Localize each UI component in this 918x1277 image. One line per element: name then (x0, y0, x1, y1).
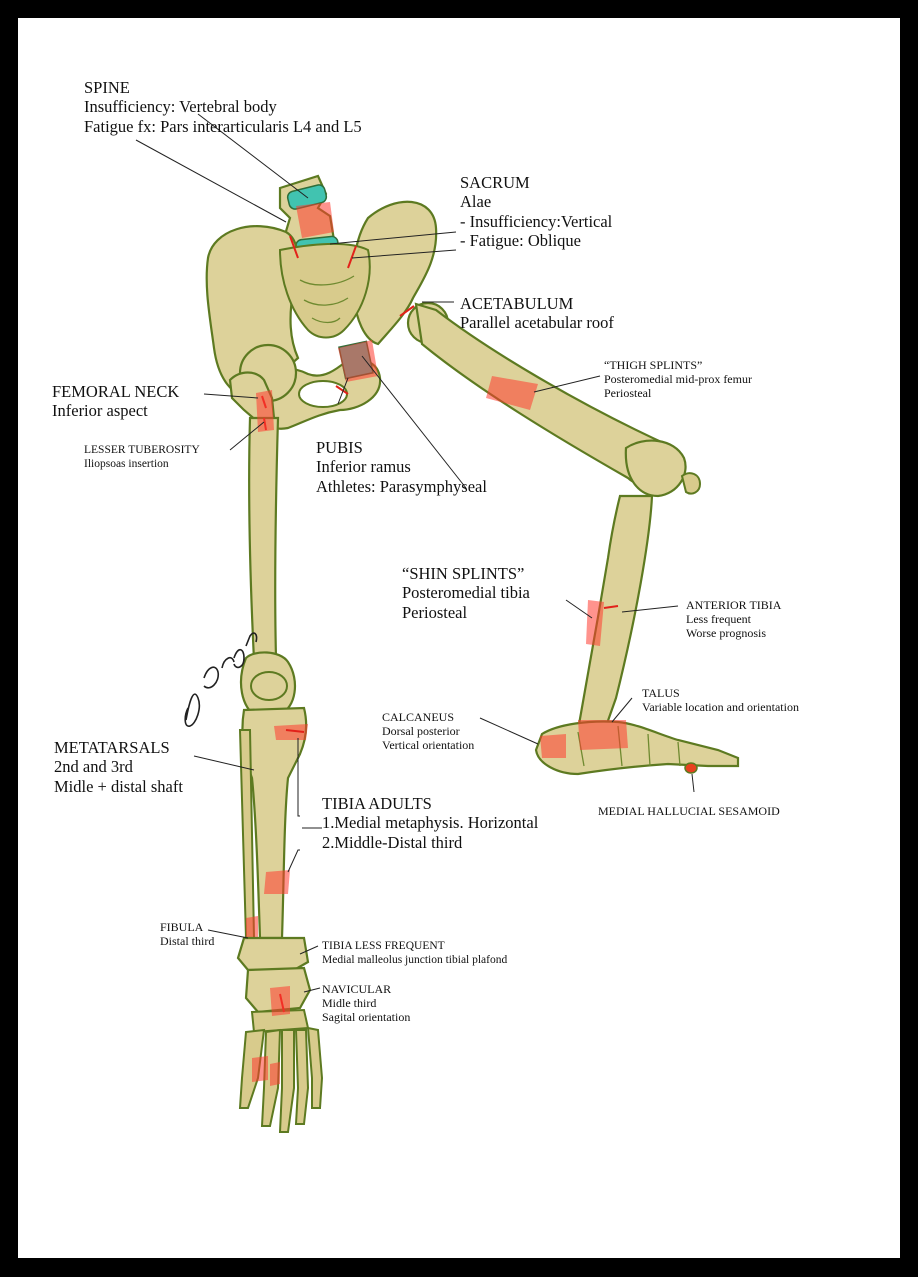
femoral-neck-line-1: Inferior aspect (52, 401, 179, 420)
pubis-label: PUBIS Inferior ramus Athletes: Parasymph… (316, 438, 487, 496)
metatarsals-line-1: 2nd and 3rd (54, 757, 183, 776)
calcaneus-title: CALCANEUS (382, 710, 474, 724)
tibia-adults-title: TIBIA ADULTS (322, 794, 538, 813)
thigh-splints-title: “THIGH SPLINTS” (604, 358, 752, 372)
navicular-line-1: Midle third (322, 996, 410, 1010)
spine-title: SPINE (84, 78, 362, 97)
anterior-tibia-label: ANTERIOR TIBIA Less frequent Worse progn… (686, 598, 781, 640)
tibia-adults-label: TIBIA ADULTS 1.Medial metaphysis. Horizo… (322, 794, 538, 852)
sacrum-title: SACRUM (460, 173, 612, 192)
spine-line-1: Insufficiency: Vertebral body (84, 97, 362, 116)
shin-splints-label: “SHIN SPLINTS” Posteromedial tibia Perio… (402, 564, 530, 622)
pubis-line-2: Athletes: Parasymphyseal (316, 477, 487, 496)
metatarsals-title: METATARSALS (54, 738, 183, 757)
talus-label: TALUS Variable location and orientation (642, 686, 799, 714)
navicular-title: NAVICULAR (322, 982, 410, 996)
femoral-neck-label: FEMORAL NECK Inferior aspect (52, 382, 179, 421)
lesser-tuberosity-label: LESSER TUBEROSITY Iliopsoas insertion (84, 444, 200, 471)
shin-splints-line-1: Posteromedial tibia (402, 583, 530, 602)
tibia-less-frequent-line-1: Medial malleolus junction tibial plafond (322, 954, 507, 968)
tibia-less-frequent-title: TIBIA LESS FREQUENT (322, 940, 507, 954)
acetabulum-line-1: Parallel acetabular roof (460, 313, 614, 332)
sacrum-line-1: Alae (460, 192, 612, 211)
standing-foot (240, 968, 322, 1132)
anterior-tibia-line-1: Less frequent (686, 612, 781, 626)
lesser-tuberosity-line-1: Iliopsoas insertion (84, 458, 200, 472)
fibula-label: FIBULA Distal third (160, 920, 214, 948)
thigh-splints-line-1: Posteromedial mid-prox femur (604, 372, 752, 386)
spine-line-2: Fatigue fx: Pars interarticularis L4 and… (84, 117, 362, 136)
diagram-canvas: SPINE Insufficiency: Vertebral body Fati… (18, 18, 900, 1258)
medial-hallucial-sesamoid-label: MEDIAL HALLUCIAL SESAMOID (598, 804, 780, 818)
tibia-adults-line-1: 1.Medial metaphysis. Horizontal (322, 813, 538, 832)
talus-line-1: Variable location and orientation (642, 700, 799, 714)
lesser-tuberosity-title: LESSER TUBEROSITY (84, 444, 200, 458)
shin-splints-title: “SHIN SPLINTS” (402, 564, 530, 583)
pubis-line-1: Inferior ramus (316, 457, 487, 476)
metatarsals-line-2: Midle + distal shaft (54, 777, 183, 796)
calcaneus-line-2: Vertical orientation (382, 738, 474, 752)
acetabulum-label: ACETABULUM Parallel acetabular roof (460, 294, 614, 333)
metatarsals-label: METATARSALS 2nd and 3rd Midle + distal s… (54, 738, 183, 796)
sacrum-line-2: - Insufficiency:Vertical (460, 212, 612, 231)
navicular-line-2: Sagital orientation (322, 1010, 410, 1024)
spine-label: SPINE Insufficiency: Vertebral body Fati… (84, 78, 362, 136)
tibia-adults-line-2: 2.Middle-Distal third (322, 833, 538, 852)
sacrum-label: SACRUM Alae - Insufficiency:Vertical - F… (460, 173, 612, 251)
shin-splints-line-2: Periosteal (402, 603, 530, 622)
pubis-title: PUBIS (316, 438, 487, 457)
talus-title: TALUS (642, 686, 799, 700)
thigh-splints-label: “THIGH SPLINTS” Posteromedial mid-prox f… (604, 358, 752, 400)
thigh-splints-line-2: Periosteal (604, 386, 752, 400)
anterior-tibia-title: ANTERIOR TIBIA (686, 598, 781, 612)
calcaneus-line-1: Dorsal posterior (382, 724, 474, 738)
fibula-title: FIBULA (160, 920, 214, 934)
acetabulum-title: ACETABULUM (460, 294, 614, 313)
sacrum-line-3: - Fatigue: Oblique (460, 231, 612, 250)
tibia-less-frequent-label: TIBIA LESS FREQUENT Medial malleolus jun… (322, 940, 507, 967)
fibula-line-1: Distal third (160, 934, 214, 948)
navicular-label: NAVICULAR Midle third Sagital orientatio… (322, 982, 410, 1024)
femoral-neck-title: FEMORAL NECK (52, 382, 179, 401)
anterior-tibia-line-2: Worse prognosis (686, 626, 781, 640)
medial-hallucial-sesamoid-title: MEDIAL HALLUCIAL SESAMOID (598, 804, 780, 818)
flexed-foot (536, 720, 738, 774)
calcaneus-label: CALCANEUS Dorsal posterior Vertical orie… (382, 710, 474, 752)
